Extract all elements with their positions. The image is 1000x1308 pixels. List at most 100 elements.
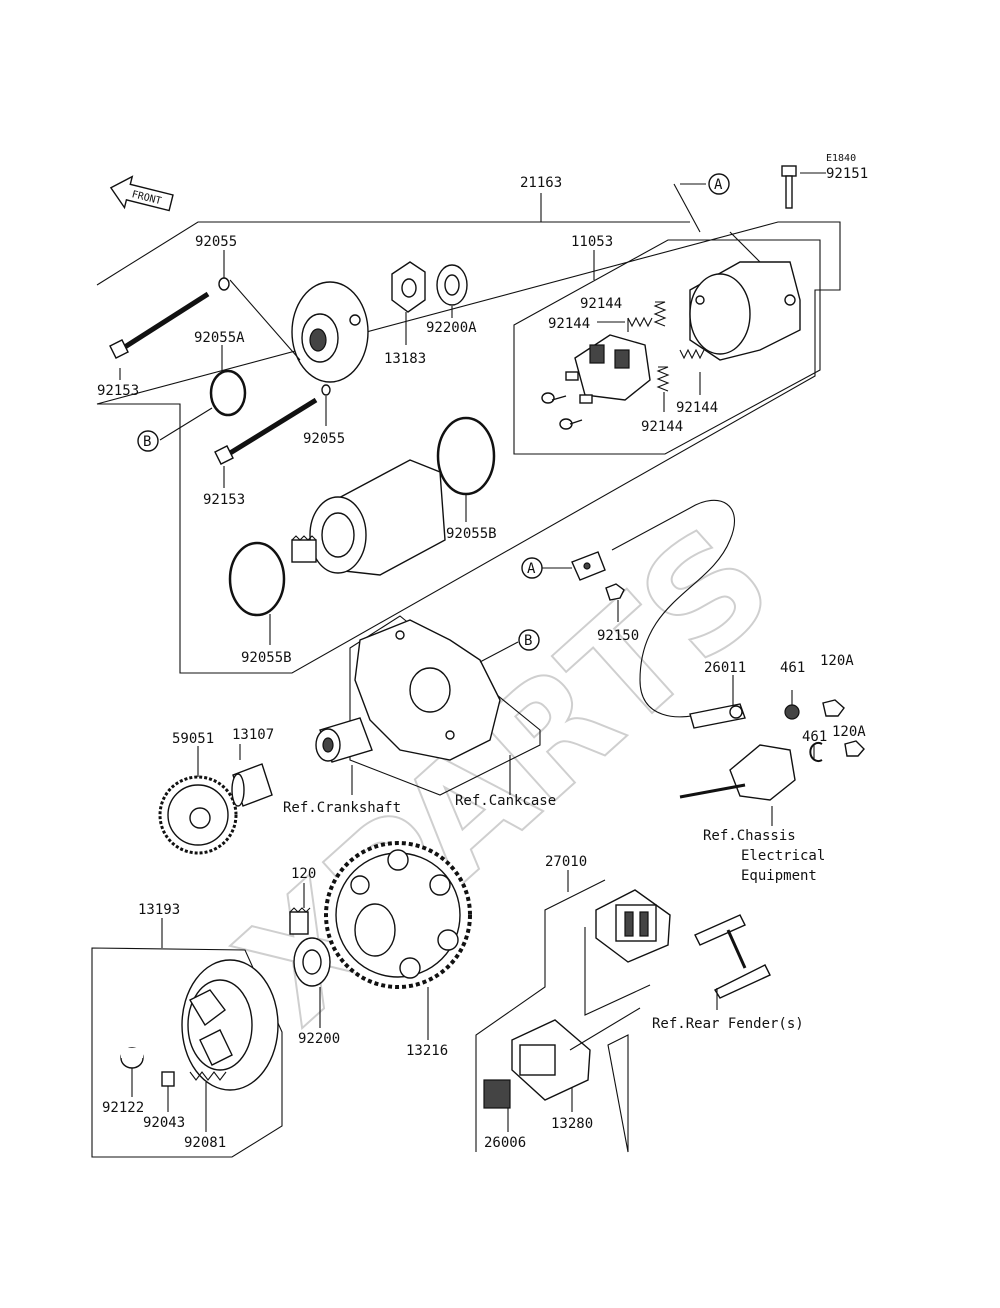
brush-screw-upper[interactable] bbox=[541, 392, 567, 404]
ref-crankcase: Ref.Cankcase bbox=[455, 793, 556, 809]
label-92043: 92043 bbox=[143, 1115, 185, 1131]
assembly-27010-outline bbox=[475, 879, 651, 1153]
starter-clutch-gear-13216[interactable] bbox=[324, 841, 472, 989]
callout-A-mid: A bbox=[521, 557, 543, 579]
cable-terminal[interactable] bbox=[571, 551, 606, 581]
label-92122: 92122 bbox=[102, 1100, 144, 1116]
washer-92200[interactable] bbox=[293, 937, 331, 987]
label-92153-upper: 92153 bbox=[97, 383, 139, 399]
bolt-92153-upper[interactable] bbox=[109, 291, 210, 359]
nut-120A-upper[interactable] bbox=[822, 699, 845, 717]
ref-chassis-line2: Electrical bbox=[741, 848, 825, 864]
callout-B-left: B bbox=[137, 430, 159, 452]
label-27010: 27010 bbox=[545, 854, 587, 870]
label-13107: 13107 bbox=[232, 727, 274, 743]
label-92200A: 92200A bbox=[426, 320, 477, 336]
idler-gear-59051[interactable] bbox=[158, 775, 238, 855]
callout-B-mid: B bbox=[518, 629, 540, 651]
relay-connector-27010[interactable] bbox=[595, 889, 671, 963]
roller-92122[interactable] bbox=[120, 1047, 144, 1069]
o-ring-92055B-rear[interactable] bbox=[436, 416, 496, 496]
connector-26006[interactable] bbox=[483, 1079, 511, 1109]
label-461-lower: 461 bbox=[802, 729, 827, 745]
crankcase-ref-outline bbox=[349, 615, 541, 796]
label-92150: 92150 bbox=[597, 628, 639, 644]
o-ring-92055B-front[interactable] bbox=[228, 541, 286, 617]
spring-92144-a[interactable] bbox=[653, 301, 667, 327]
svg-text:A: A bbox=[714, 177, 723, 193]
starter-front-cover[interactable] bbox=[291, 281, 369, 383]
label-59051: 59051 bbox=[172, 731, 214, 747]
label-92055B-front: 92055B bbox=[241, 650, 292, 666]
label-13183: 13183 bbox=[384, 351, 426, 367]
label-120A-lower: 120A bbox=[832, 724, 866, 740]
ref-chassis-line3: Equipment bbox=[741, 868, 817, 884]
o-ring-92055-top[interactable] bbox=[218, 277, 230, 291]
label-13216: 13216 bbox=[406, 1043, 448, 1059]
washer-461-upper[interactable] bbox=[784, 704, 800, 720]
starter-clutch-13193[interactable] bbox=[181, 959, 279, 1091]
label-92055B-rear: 92055B bbox=[446, 526, 497, 542]
circlip-461-lower[interactable] bbox=[809, 742, 823, 762]
label-120: 120 bbox=[291, 866, 316, 882]
leader-lines bbox=[119, 172, 826, 1132]
nut-120A-lower[interactable] bbox=[844, 740, 865, 757]
assembly-21163-outline bbox=[96, 221, 841, 674]
label-13193: 13193 bbox=[138, 902, 180, 918]
starter-cable bbox=[611, 499, 735, 718]
cable-cover-26011[interactable] bbox=[689, 703, 746, 729]
crankcase bbox=[354, 619, 501, 761]
starter-yoke-armature[interactable] bbox=[291, 459, 446, 576]
rear-fender-bracket bbox=[694, 914, 771, 999]
o-ring-92055A[interactable] bbox=[209, 369, 247, 417]
label-13280: 13280 bbox=[551, 1116, 593, 1132]
label-26006: 26006 bbox=[484, 1135, 526, 1151]
pin-92043[interactable] bbox=[161, 1071, 175, 1087]
label-92055A: 92055A bbox=[194, 330, 245, 346]
ref-chassis-line1: Ref.Chassis bbox=[703, 828, 796, 844]
label-92144-c: 92144 bbox=[676, 400, 718, 416]
starter-relay-13280[interactable] bbox=[511, 1019, 591, 1101]
spring-92144-b[interactable] bbox=[627, 316, 653, 328]
label-461-upper: 461 bbox=[780, 660, 805, 676]
bolt-92153-lower[interactable] bbox=[214, 397, 318, 465]
svg-text:B: B bbox=[143, 434, 151, 450]
starter-end-cover[interactable] bbox=[689, 261, 801, 361]
label-92144-d: 92144 bbox=[641, 419, 683, 435]
ref-rear-fender: Ref.Rear Fender(s) bbox=[652, 1016, 804, 1032]
label-92144-b: 92144 bbox=[548, 316, 590, 332]
label-120A-upper: 120A bbox=[820, 653, 854, 669]
label-92055-top: 92055 bbox=[195, 234, 237, 250]
label-92081: 92081 bbox=[184, 1135, 226, 1151]
label-21163: 21163 bbox=[520, 175, 562, 191]
front-arrow-icon bbox=[109, 175, 174, 212]
diagram-code: E1840 bbox=[826, 153, 856, 164]
label-92144-a: 92144 bbox=[580, 296, 622, 312]
spring-92144-d[interactable] bbox=[679, 348, 705, 360]
brush-screw-lower[interactable] bbox=[559, 418, 583, 430]
assembly-11053-outline bbox=[513, 239, 821, 455]
o-ring-92055-mid[interactable] bbox=[321, 384, 331, 396]
front-direction-arrow: FRONT bbox=[109, 175, 174, 212]
nut-92150[interactable] bbox=[605, 583, 625, 601]
callout-A-top: A bbox=[708, 173, 730, 195]
washer-92200A[interactable] bbox=[436, 264, 468, 306]
label-26011: 26011 bbox=[704, 660, 746, 676]
bolt-92151[interactable] bbox=[781, 165, 797, 209]
label-92055-mid: 92055 bbox=[303, 431, 345, 447]
assembly-13193-outline bbox=[91, 947, 283, 1158]
label-92200: 92200 bbox=[298, 1031, 340, 1047]
svg-text:A: A bbox=[527, 561, 536, 577]
label-92151: 92151 bbox=[826, 166, 868, 182]
label-11053: 11053 bbox=[571, 234, 613, 250]
chassis-relay bbox=[679, 744, 796, 801]
ref-crankshaft: Ref.Crankshaft bbox=[283, 800, 401, 816]
label-92153-lower: 92153 bbox=[203, 492, 245, 508]
shaft-13107[interactable] bbox=[231, 763, 273, 807]
spring-92081[interactable] bbox=[189, 1071, 227, 1081]
crankshaft bbox=[315, 717, 373, 763]
bolt-120[interactable] bbox=[289, 907, 311, 935]
brush-plate-11053[interactable] bbox=[565, 334, 651, 404]
spring-92144-c[interactable] bbox=[656, 366, 670, 392]
